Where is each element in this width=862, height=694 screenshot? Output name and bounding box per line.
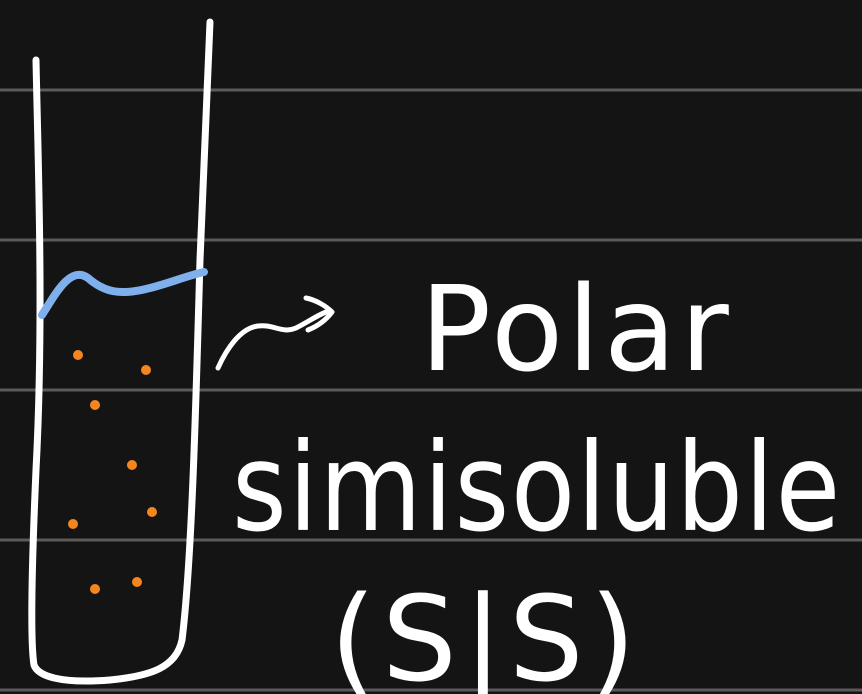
particle <box>90 584 100 594</box>
particle <box>147 507 157 517</box>
water-line <box>38 268 208 319</box>
label-simisoluble: simisoluble <box>232 417 842 559</box>
ruled-lines <box>0 88 862 692</box>
particle <box>90 400 100 410</box>
particle <box>127 460 137 470</box>
particle <box>68 519 78 529</box>
particle <box>73 350 83 360</box>
particle <box>132 577 142 587</box>
solute-particles <box>68 350 157 594</box>
label-abbreviation: (S|S) <box>330 570 642 694</box>
label-polar: Polar <box>420 260 733 398</box>
particle <box>141 365 151 375</box>
test-tube-icon <box>28 18 214 685</box>
arrow-icon <box>215 295 335 371</box>
